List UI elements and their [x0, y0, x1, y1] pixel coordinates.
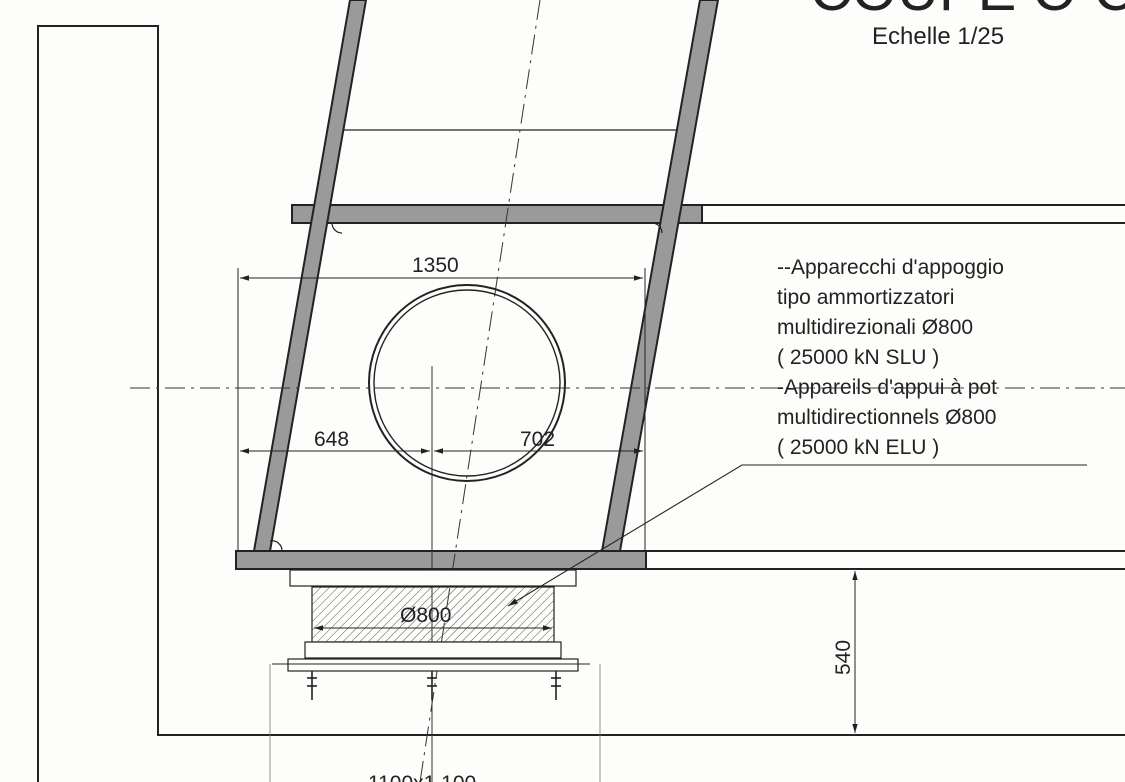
- flange-plates: [235, 204, 703, 570]
- bearing-plan-circle: [368, 284, 566, 482]
- dim-540-label: 540: [832, 640, 855, 675]
- dim-648-label: 648: [314, 428, 349, 451]
- dim-1350-label: 1350: [412, 254, 459, 277]
- note-line-3: multidirezionali Ø800: [777, 316, 973, 339]
- note-line-1: --Apparecchi d'appoggio: [777, 256, 1004, 279]
- note-line-4: ( 25000 kN SLU ): [777, 346, 939, 369]
- bearing-note: --Apparecchi d'appoggio tipo ammortizzat…: [777, 256, 1004, 459]
- note-line-2: tipo ammortizzatori: [777, 286, 954, 309]
- note-line-5: -Appareils d'appui à pot: [777, 376, 997, 399]
- note-line-6: multidirectionnels Ø800: [777, 406, 996, 429]
- upper-flange: [291, 204, 703, 224]
- dim-702-label: 702: [520, 428, 555, 451]
- section-title: COUPE C-C: [810, 0, 1125, 23]
- pier-outline: [37, 25, 1125, 782]
- inclined-legs: [252, 0, 720, 552]
- bearing-elevation: [272, 569, 590, 672]
- right-leg: [600, 0, 720, 552]
- lower-flange: [235, 550, 647, 570]
- plinth-outline: [269, 664, 601, 782]
- note-line-7: ( 25000 kN ELU ): [777, 436, 939, 459]
- fillet-arcs: [269, 222, 663, 552]
- scale-label: Echelle 1/25: [872, 23, 1004, 50]
- left-leg: [252, 0, 368, 552]
- dim-plinth-size-label: 1100x1 100: [368, 772, 476, 782]
- leader-line: [507, 464, 1087, 607]
- extension-lines: [237, 268, 646, 552]
- anchor-bolts: [307, 671, 561, 700]
- dim-800-label: Ø800: [400, 604, 451, 627]
- centre-lines: [130, 0, 1125, 782]
